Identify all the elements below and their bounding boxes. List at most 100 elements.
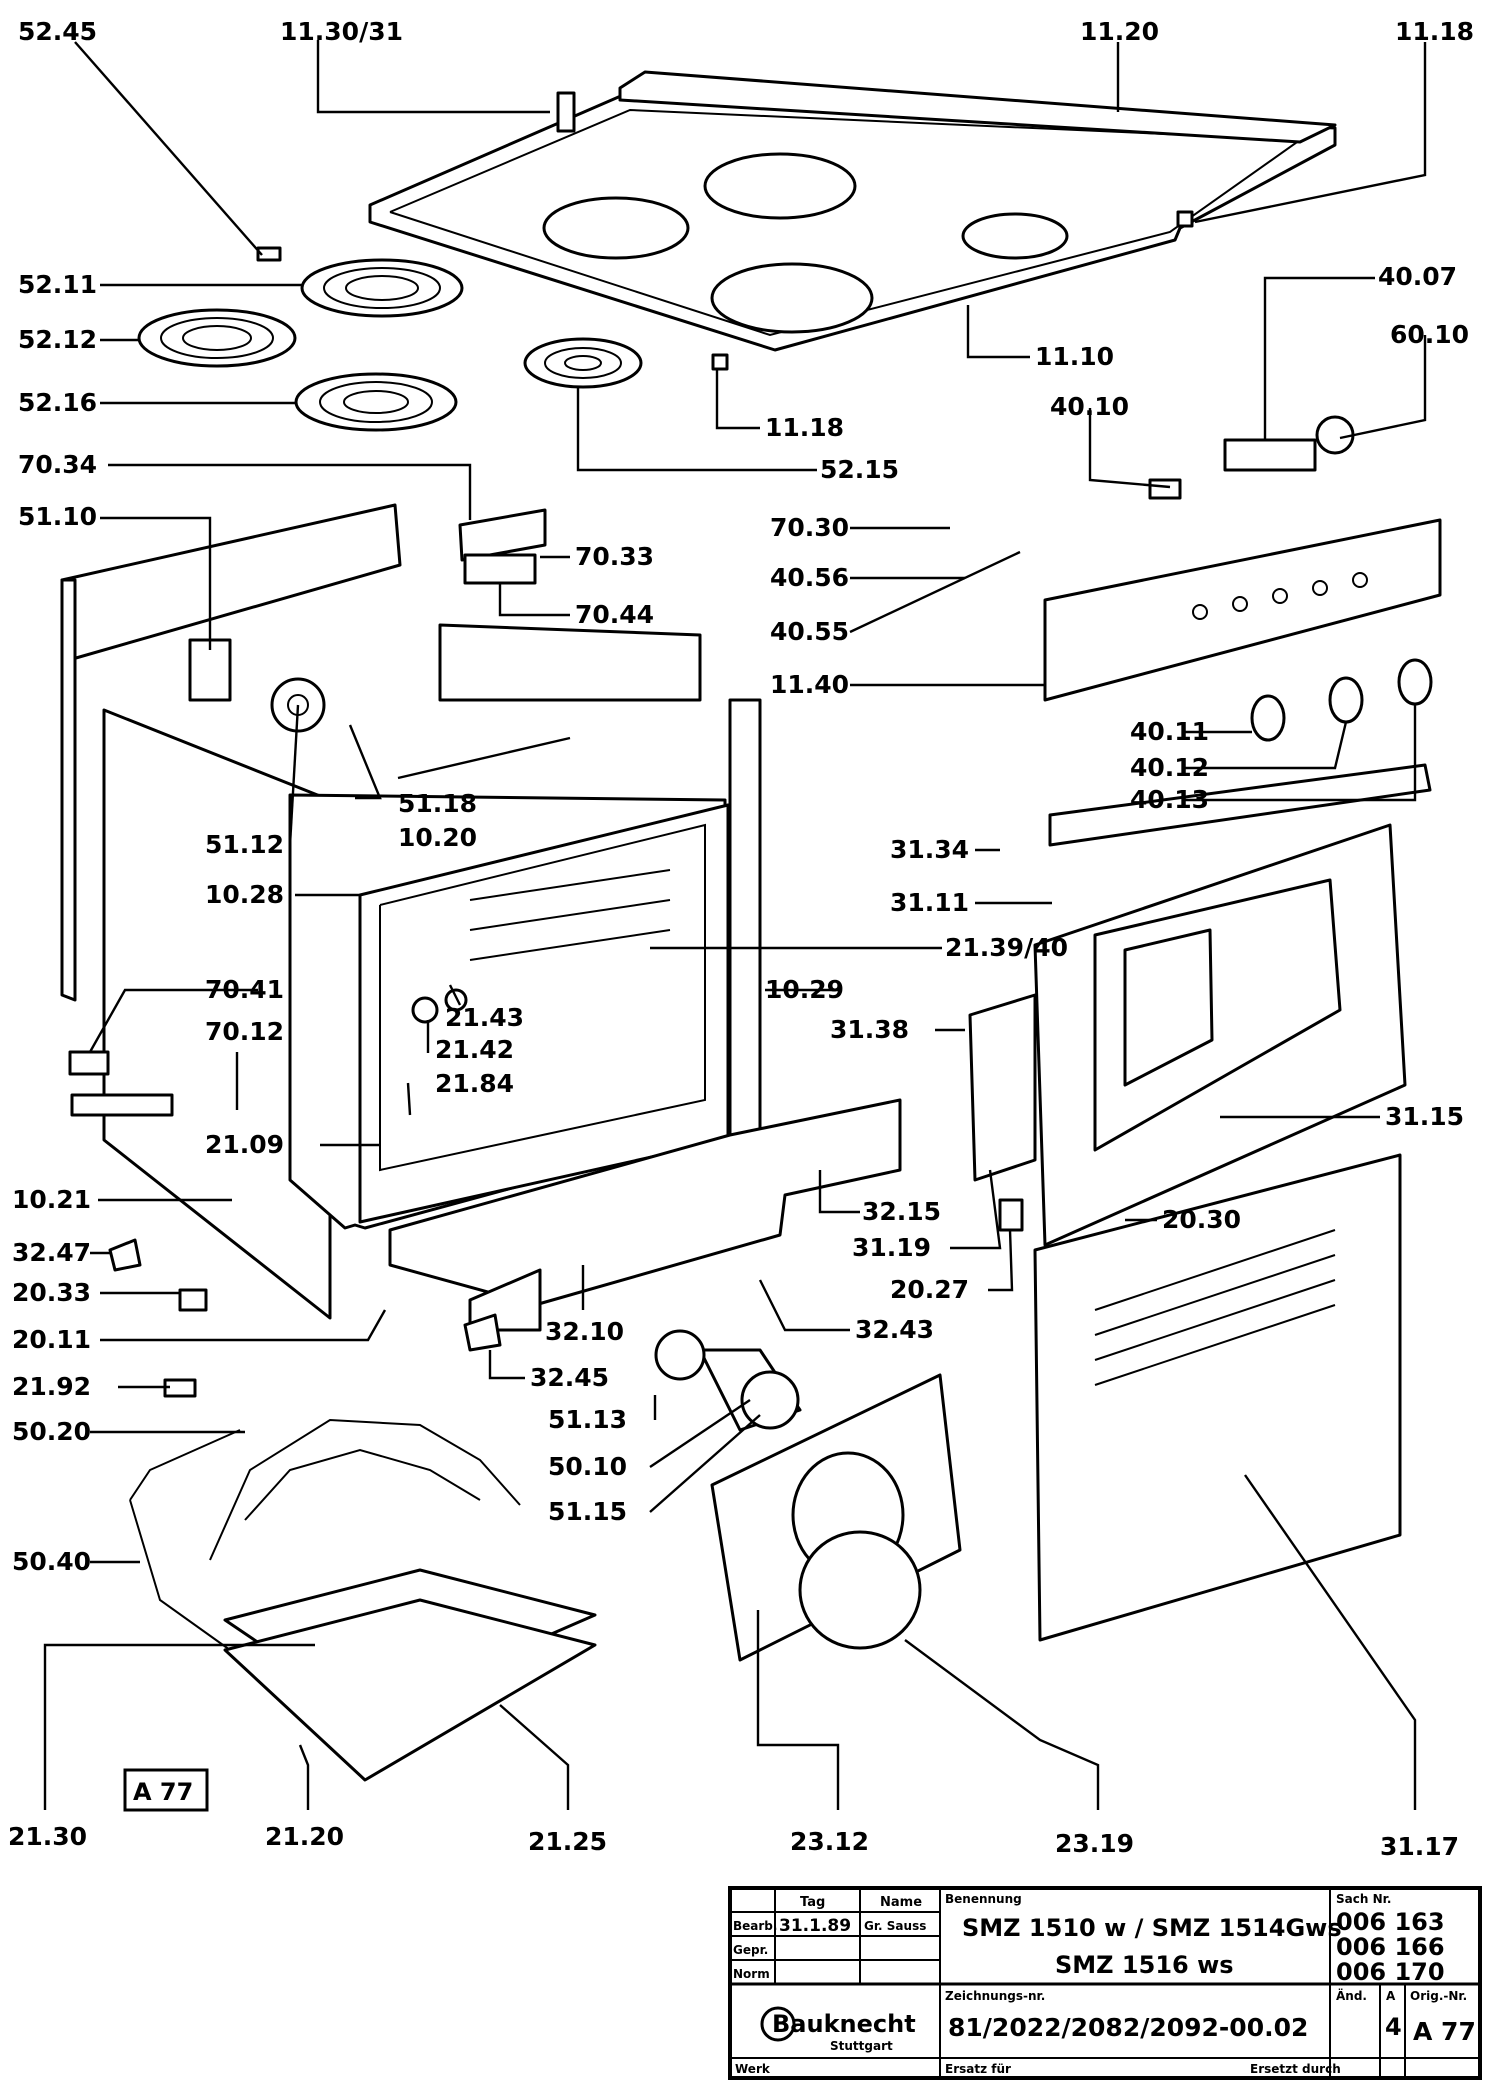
- part-label: 21.25: [528, 1827, 607, 1856]
- part-label: 10.20: [398, 823, 477, 852]
- part-label: 40.13: [1130, 785, 1209, 814]
- zeichnung-header: Zeichnungs-nr.: [945, 1989, 1045, 2003]
- side-wall-left: [102, 708, 332, 1320]
- part-label: 60.10: [1390, 320, 1469, 349]
- rear-fan-cover: [710, 1373, 962, 1662]
- ersatz-label: Ersatz für: [945, 2062, 1011, 2076]
- ersetzt-label: Ersetzt durch: [1250, 2062, 1341, 2076]
- part-label: 21.43: [445, 1003, 524, 1032]
- part-label: 21.30: [8, 1822, 87, 1851]
- part-label: 32.45: [530, 1363, 609, 1392]
- part-label: 20.33: [12, 1278, 91, 1307]
- part-label: 21.09: [205, 1130, 284, 1159]
- part-label: 23.19: [1055, 1829, 1134, 1858]
- part-label: 70.41: [205, 975, 284, 1004]
- part-label: 31.38: [830, 1015, 909, 1044]
- part-label: 31.15: [1385, 1102, 1464, 1131]
- part-label: 50.40: [12, 1547, 91, 1576]
- part-label: 11.18: [765, 413, 844, 442]
- models-line-2: SMZ 1516 ws: [1055, 1951, 1234, 1979]
- part-label: 50.10: [548, 1452, 627, 1481]
- part-label: 40.12: [1130, 753, 1209, 782]
- part-label: 40.11: [1130, 717, 1209, 746]
- benennung-header: Benennung: [945, 1892, 1022, 1906]
- part-label: 70.12: [205, 1017, 284, 1046]
- brand-name: Bauknecht: [772, 2010, 916, 2038]
- part-label: 11.18: [1395, 17, 1474, 46]
- part-label: 40.10: [1050, 392, 1129, 421]
- part-label: 21.84: [435, 1069, 514, 1098]
- part-label: 20.30: [1162, 1205, 1241, 1234]
- part-label: 11.10: [1035, 342, 1114, 371]
- title-block: Tag Name Bearb. 31.1.89 Gr. Sauss Gepr. …: [728, 1886, 1482, 2080]
- part-label: 52.12: [18, 325, 97, 354]
- part-label: 11.40: [770, 670, 849, 699]
- part-label: 10.21: [12, 1185, 91, 1214]
- row-gepr: Gepr.: [733, 1943, 768, 1957]
- date-value: 31.1.89: [779, 1916, 851, 1936]
- part-label: 51.18: [398, 789, 477, 818]
- small-parts: [68, 508, 1024, 1398]
- control-panel-part: [1043, 415, 1442, 702]
- part-label: 31.34: [890, 835, 969, 864]
- a-header: A: [1386, 1989, 1396, 2003]
- part-label: 51.13: [548, 1405, 627, 1434]
- part-label: 11.20: [1080, 17, 1159, 46]
- part-label: 70.34: [18, 450, 97, 479]
- oven-cavity-part: [288, 623, 762, 1230]
- row-norm: Norm: [733, 1967, 770, 1981]
- drawing-parts: [60, 70, 1442, 1782]
- sach-number-2: 006 166: [1336, 1933, 1445, 1961]
- drawer-assembly: [388, 1098, 902, 1332]
- part-label: 52.16: [18, 388, 97, 417]
- part-label: 20.27: [890, 1275, 969, 1304]
- part-label: 10.28: [205, 880, 284, 909]
- part-label: 70.33: [575, 542, 654, 571]
- col-name-header: Name: [880, 1895, 922, 1910]
- part-label: 21.42: [435, 1035, 514, 1064]
- part-label: 51.10: [18, 502, 97, 531]
- knobs: [1250, 658, 1433, 742]
- part-label: 32.43: [855, 1315, 934, 1344]
- part-label: 52.15: [820, 455, 899, 484]
- part-label: 52.45: [18, 17, 97, 46]
- werk-label: Werk: [735, 2062, 771, 2076]
- door-outer-panel: [1033, 1153, 1402, 1642]
- part-label: 70.44: [575, 600, 654, 629]
- part-label: 40.55: [770, 617, 849, 646]
- stamp-text: A 77: [133, 1778, 193, 1806]
- sach-number-1: 006 163: [1336, 1908, 1445, 1936]
- part-label: 32.10: [545, 1317, 624, 1346]
- brand-logo: Bauknecht Stuttgart: [760, 2006, 916, 2053]
- part-labels: 52.45 11.30/31 11.20 11.18 52.11 52.12 5…: [8, 17, 1474, 1861]
- part-label: 51.12: [205, 830, 284, 859]
- name-value: Gr. Sauss: [864, 1919, 926, 1933]
- part-label: 51.15: [548, 1497, 627, 1526]
- part-label: 20.11: [12, 1325, 91, 1354]
- heating-elements: [129, 1329, 802, 1782]
- part-label: 32.47: [12, 1238, 91, 1267]
- part-label: 11.30/31: [280, 17, 403, 46]
- leader-lines: [43, 40, 1427, 1810]
- brand-city: Stuttgart: [830, 2039, 893, 2053]
- models-line-1: SMZ 1510 w / SMZ 1514Gws: [962, 1914, 1342, 1942]
- row-bearb: Bearb.: [733, 1919, 777, 1933]
- part-label: 31.11: [890, 888, 969, 917]
- part-label: 52.11: [18, 270, 97, 299]
- orig-header: Orig.-Nr.: [1410, 1989, 1467, 2003]
- part-label: 21.20: [265, 1822, 344, 1851]
- part-label: 10.29: [765, 975, 844, 1004]
- part-label: 70.30: [770, 513, 849, 542]
- sach-number-3: 006 170: [1336, 1958, 1445, 1986]
- part-label: 31.19: [852, 1233, 931, 1262]
- oven-door-part: [968, 763, 1432, 1247]
- drawing-number: 81/2022/2082/2092-00.02: [948, 2013, 1308, 2042]
- part-label: 50.20: [12, 1417, 91, 1446]
- part-label: 40.56: [770, 563, 849, 592]
- aend-header: Änd.: [1336, 1988, 1367, 2003]
- part-label: 40.07: [1378, 262, 1457, 291]
- part-label: 23.12: [790, 1827, 869, 1856]
- hob-top-part: [368, 70, 1337, 371]
- part-label: 21.92: [12, 1372, 91, 1401]
